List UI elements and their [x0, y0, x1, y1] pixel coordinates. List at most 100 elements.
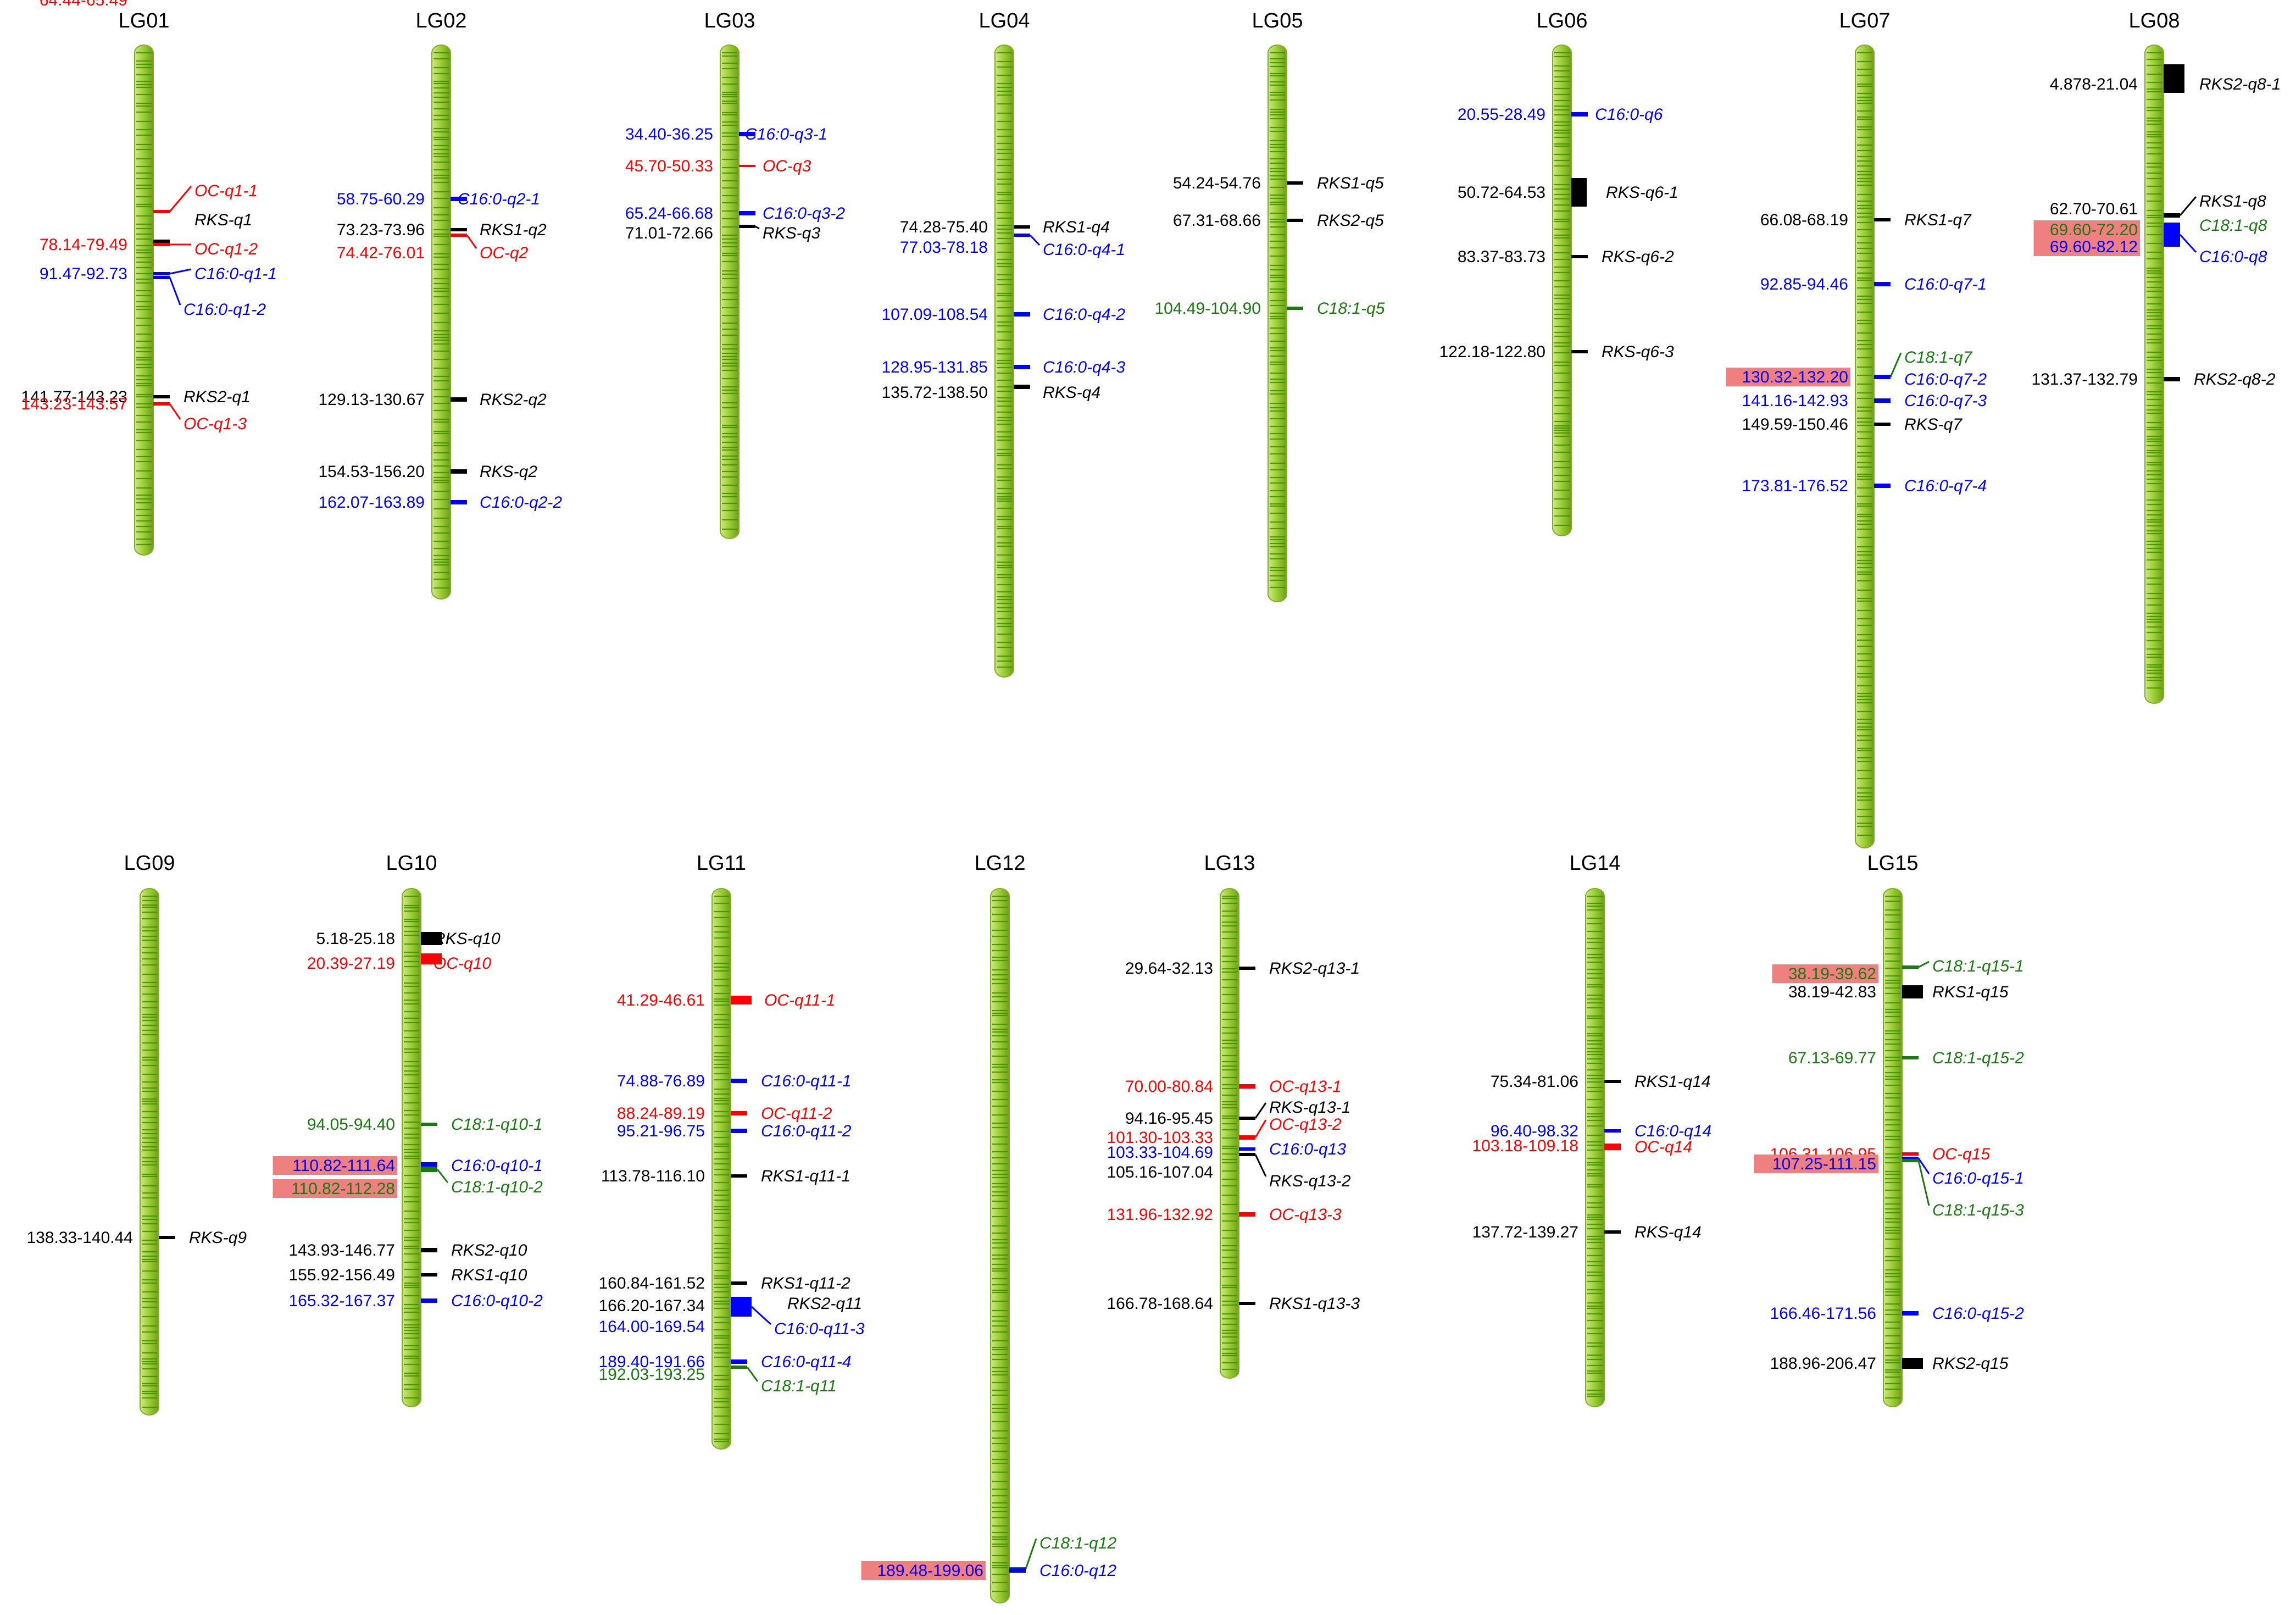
qtl-name: OC-q10 — [433, 954, 491, 973]
qtl-interval: 110.82-112.28 — [291, 1180, 395, 1198]
marker-bands — [433, 52, 449, 589]
marker-bands — [722, 52, 737, 530]
qtl-interval: 94.16-95.45 — [1125, 1109, 1213, 1128]
qtl-name: OC-q1-1 — [194, 182, 258, 200]
qtl-interval-marker — [1571, 178, 1587, 207]
qtl-interval: 34.40-36.25 — [625, 125, 713, 143]
qtl-interval: 29.64-32.13 — [1125, 959, 1213, 978]
qtl-interval-marker — [1571, 350, 1588, 353]
marker-bands — [2147, 52, 2162, 689]
qtl-interval: 135.72-138.50 — [881, 384, 988, 402]
qtl-interval-marker — [2164, 64, 2184, 93]
qtl-interval: 20.39-27.19 — [307, 954, 395, 973]
qtl-c18-1-q15-3: C18:1-q15-3 — [1902, 1159, 2024, 1219]
chromosome-lg14: LG14 — [1570, 852, 1620, 1407]
qtl-name: C16:0-q1-2 — [184, 301, 266, 319]
qtl-interval-marker — [731, 1281, 747, 1285]
qtl-interval-marker — [739, 225, 755, 228]
qtl-interval-marker — [1014, 385, 1030, 389]
qtl-name: RKS-q13-2 — [1269, 1172, 1351, 1190]
linkage-group-title: LG03 — [704, 9, 755, 32]
qtl-connector — [1254, 1102, 1267, 1119]
qtl-interval-marker — [739, 211, 755, 215]
qtl-interval: 41.29-46.61 — [617, 991, 705, 1009]
qtl-name: C16:0-q8 — [2199, 248, 2267, 266]
qtl-name: RKS1-q14 — [1635, 1073, 1710, 1091]
qtl-interval-marker — [451, 397, 467, 402]
qtl-interval: 141.16-142.93 — [1742, 392, 1848, 410]
qtl-name: C16:0-q13 — [1269, 1140, 1346, 1158]
qtl-interval-marker — [1239, 1117, 1255, 1120]
qtl-c18-1-q10-1: C18:1-q10-194.05-94.40 — [307, 1115, 543, 1134]
qtl-interval-marker — [1239, 1147, 1255, 1151]
qtl-name: C16:0-q7-4 — [1904, 477, 1987, 495]
qtl-interval: 38.19-39.62 — [1788, 965, 1876, 983]
qtl-name: RKS-q10 — [433, 930, 501, 948]
qtl-connector — [750, 1306, 772, 1325]
qtl-rks2-q8-1: RKS2-q8-14.878-21.04 — [2050, 64, 2281, 93]
linkage-group-title: LG01 — [119, 9, 170, 32]
qtl-interval-marker — [731, 1359, 747, 1364]
qtl-name: C18:1-q7 — [1904, 348, 1973, 367]
qtl-interval-marker — [1014, 365, 1030, 369]
marker-bands — [1885, 895, 1900, 1399]
qtl-name: C16:0-q6 — [1595, 106, 1663, 124]
marker-bands — [997, 52, 1012, 668]
qtl-name: C18:1-q10-1 — [451, 1115, 543, 1134]
qtl-oc-q10: OC-q10 20.39-27.19 — [307, 953, 491, 973]
qtl-c16-0-q1-2: C16:0-q1-2 — [153, 276, 266, 319]
qtl-connector — [1917, 1160, 1930, 1206]
chromosome-lg07: LG07 — [1839, 9, 1890, 848]
qtl-interval: 45.70-50.33 — [625, 157, 713, 175]
qtl-name: RKS1-q8 — [2199, 192, 2266, 210]
chromosome-body — [140, 888, 159, 1416]
qtl-interval-marker — [2164, 223, 2180, 247]
qtl-interval: 71.01-72.66 — [625, 224, 713, 242]
qtl-name: C16:0-q15-2 — [1932, 1305, 2024, 1323]
qtl-interval: 189.48-199.06 — [877, 1562, 983, 1580]
highlight-box — [2033, 220, 2140, 239]
qtl-interval-marker — [421, 1123, 437, 1126]
qtl-name: OC-q14 — [1635, 1138, 1692, 1156]
qtl-c16-0-q13: C16:0-q13 103.33-104.69 — [1107, 1140, 1346, 1162]
highlight-box — [1772, 964, 1878, 983]
qtl-name: C16:0-q10-1 — [451, 1157, 543, 1175]
qtl-name: OC-q15 — [1932, 1145, 1990, 1163]
qtl-connector — [1918, 961, 1930, 968]
qtl-name: RKS-q2 — [480, 463, 537, 481]
qtl-interval: 103.33-104.69 — [1107, 1144, 1213, 1162]
qtl-name: C18:1-q15-2 — [1932, 1049, 2024, 1067]
chromosome-lg09: LG09 — [124, 852, 175, 1416]
qtl-interval: 162.07-163.89 — [318, 493, 425, 512]
qtl-connector — [755, 225, 760, 230]
qtl-interval: 91.47-92.73 — [40, 265, 127, 283]
qtl-interval: 166.78-168.64 — [1107, 1295, 1213, 1313]
qtl-interval: 131.37-132.79 — [2031, 370, 2138, 389]
qtl-interval-marker — [1874, 375, 1891, 379]
qtl-interval-marker — [731, 1366, 747, 1369]
qtl-interval-marker — [451, 500, 467, 504]
qtl-interval-marker — [153, 276, 170, 279]
qtl-name: C18:1-q12 — [1039, 1534, 1116, 1552]
qtl-name: C16:0-q2-1 — [458, 190, 540, 208]
qtl-interval-marker — [1014, 225, 1030, 229]
qtl-name: OC-q1-3 — [184, 415, 247, 433]
qtl-name: C16:0-q11-1 — [761, 1072, 852, 1090]
qtl-interval: 137.72-139.27 — [1472, 1223, 1578, 1241]
